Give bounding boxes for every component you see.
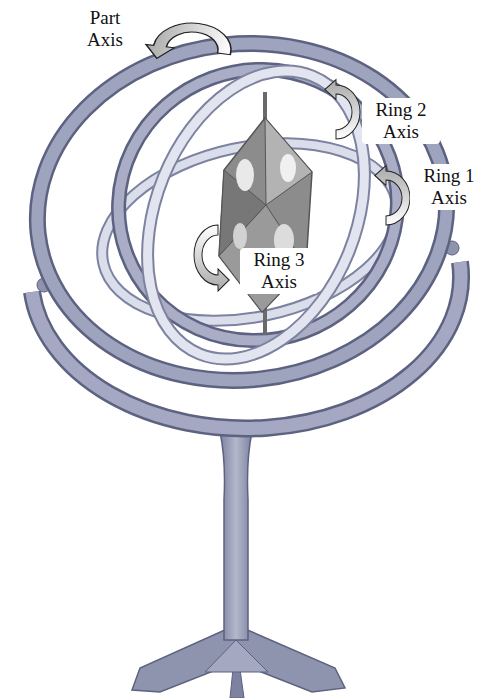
ring-1 — [21, 23, 464, 400]
stand-stem — [220, 432, 252, 640]
axis-label: Ring 2 Axis — [362, 98, 440, 144]
lattice-part — [219, 92, 312, 335]
axis-label: Ring 3 Axis — [240, 248, 318, 294]
ring-3 — [107, 38, 405, 391]
axis-label: Ring 1 Axis — [410, 164, 488, 210]
axis-label: Part Axis — [74, 6, 136, 52]
